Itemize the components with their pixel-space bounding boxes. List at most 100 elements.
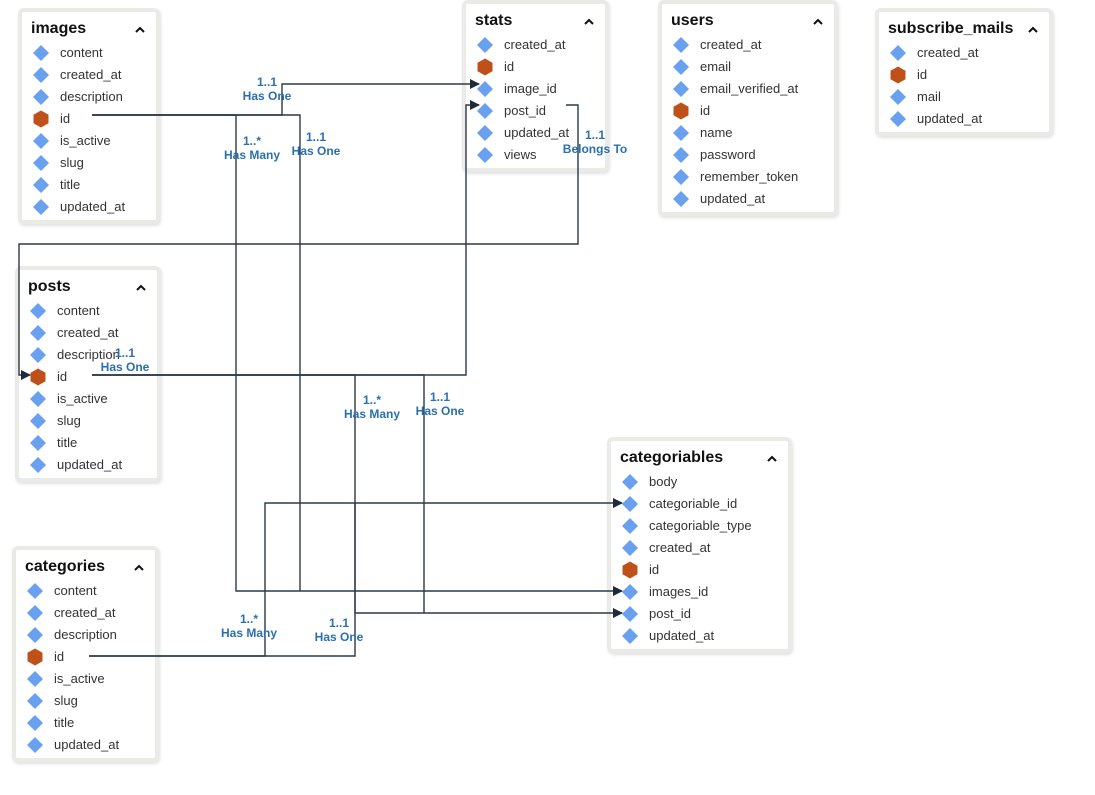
field-row-id[interactable]: id xyxy=(16,646,155,668)
field-name: post_id xyxy=(504,103,546,118)
relation-label-images-categoriables: 1..*Has Many xyxy=(224,134,280,162)
table-title: images xyxy=(31,20,87,37)
field-name: created_at xyxy=(54,605,116,620)
field-name: id xyxy=(54,649,65,664)
field-row-post-id[interactable]: post_id xyxy=(611,603,788,625)
diamond-icon xyxy=(621,539,639,557)
table-header[interactable]: images xyxy=(22,12,156,42)
field-row-is-active[interactable]: is_active xyxy=(19,388,157,410)
chevron-up-icon[interactable] xyxy=(583,14,595,25)
table-header[interactable]: users xyxy=(662,4,834,34)
field-row-title[interactable]: title xyxy=(22,174,156,196)
field-row-created-at[interactable]: created_at xyxy=(611,537,788,559)
field-row-description[interactable]: description xyxy=(16,624,155,646)
field-row-email-verified-at[interactable]: email_verified_at xyxy=(662,78,834,100)
table-header[interactable]: stats xyxy=(466,4,605,34)
diamond-icon xyxy=(889,88,907,106)
field-row-updated-at[interactable]: updated_at xyxy=(16,734,155,756)
field-name: body xyxy=(649,474,678,489)
field-row-updated-at[interactable]: updated_at xyxy=(879,108,1049,130)
field-name: email_verified_at xyxy=(700,81,799,96)
field-row-id[interactable]: id xyxy=(662,100,834,122)
relation-cardinality: 1..1 xyxy=(328,616,349,630)
field-row-created-at[interactable]: created_at xyxy=(662,34,834,56)
diamond-icon xyxy=(26,692,44,710)
field-row-created-at[interactable]: created_at xyxy=(19,322,157,344)
field-row-post-id[interactable]: post_id xyxy=(466,100,605,122)
field-row-updated-at[interactable]: updated_at xyxy=(22,196,156,218)
field-row-categoriable-type[interactable]: categoriable_type xyxy=(611,515,788,537)
field-row-slug[interactable]: slug xyxy=(22,152,156,174)
field-row-created-at[interactable]: created_at xyxy=(22,64,156,86)
diamond-icon xyxy=(476,102,494,120)
chevron-up-icon[interactable] xyxy=(133,560,145,571)
table-header[interactable]: posts xyxy=(19,270,157,300)
field-name: is_active xyxy=(54,671,105,686)
field-row-slug[interactable]: slug xyxy=(19,410,157,432)
field-row-is-active[interactable]: is_active xyxy=(22,130,156,152)
field-name: views xyxy=(504,147,537,162)
field-name: created_at xyxy=(649,540,711,555)
field-row-content[interactable]: content xyxy=(22,42,156,64)
field-row-remember-token[interactable]: remember_token xyxy=(662,166,834,188)
relation-type: Belongs To xyxy=(562,142,628,156)
field-name: created_at xyxy=(917,45,979,60)
field-row-updated-at[interactable]: updated_at xyxy=(662,188,834,210)
field-row-created-at[interactable]: created_at xyxy=(16,602,155,624)
table-header[interactable]: subscribe_mails xyxy=(879,12,1049,42)
field-row-email[interactable]: email xyxy=(662,56,834,78)
field-name: mail xyxy=(917,89,941,104)
field-row-title[interactable]: title xyxy=(19,432,157,454)
field-name: is_active xyxy=(57,391,108,406)
field-row-body[interactable]: body xyxy=(611,471,788,493)
field-row-id[interactable]: id xyxy=(22,108,156,130)
field-row-id[interactable]: id xyxy=(466,56,605,78)
field-row-title[interactable]: title xyxy=(16,712,155,734)
diamond-icon xyxy=(32,66,50,84)
field-row-image-id[interactable]: image_id xyxy=(466,78,605,100)
field-row-id[interactable]: id xyxy=(611,559,788,581)
field-row-created-at[interactable]: created_at xyxy=(879,42,1049,64)
field-row-updated-at[interactable]: updated_at xyxy=(611,625,788,647)
field-row-mail[interactable]: mail xyxy=(879,86,1049,108)
field-name: created_at xyxy=(700,37,762,52)
field-row-images-id[interactable]: images_id xyxy=(611,581,788,603)
diamond-icon xyxy=(29,324,47,342)
field-row-password[interactable]: password xyxy=(662,144,834,166)
diamond-icon xyxy=(476,124,494,142)
field-row-content[interactable]: content xyxy=(19,300,157,322)
relation-label-posts-categoriables: 1..*Has Many xyxy=(344,393,400,421)
chevron-up-icon[interactable] xyxy=(134,22,146,33)
table-header[interactable]: categories xyxy=(16,550,155,580)
field-name: email xyxy=(700,59,732,74)
field-name: title xyxy=(54,715,75,730)
table-title: stats xyxy=(475,12,513,29)
field-row-id[interactable]: id xyxy=(879,64,1049,86)
field-row-slug[interactable]: slug xyxy=(16,690,155,712)
field-name: slug xyxy=(60,155,84,170)
field-row-content[interactable]: content xyxy=(16,580,155,602)
chevron-up-icon[interactable] xyxy=(1027,22,1039,33)
field-row-created-at[interactable]: created_at xyxy=(466,34,605,56)
table-header[interactable]: categoriables xyxy=(611,441,788,471)
field-row-name[interactable]: name xyxy=(662,122,834,144)
field-row-updated-at[interactable]: updated_at xyxy=(19,454,157,476)
diamond-icon xyxy=(476,80,494,98)
hexagon-key-icon xyxy=(672,102,690,120)
field-row-categoriable-id[interactable]: categoriable_id xyxy=(611,493,788,515)
field-row-description[interactable]: description xyxy=(22,86,156,108)
chevron-up-icon[interactable] xyxy=(766,451,778,462)
field-name: id xyxy=(917,67,928,82)
chevron-up-icon[interactable] xyxy=(135,280,147,291)
field-row-is-active[interactable]: is_active xyxy=(16,668,155,690)
chevron-up-icon[interactable] xyxy=(812,14,824,25)
